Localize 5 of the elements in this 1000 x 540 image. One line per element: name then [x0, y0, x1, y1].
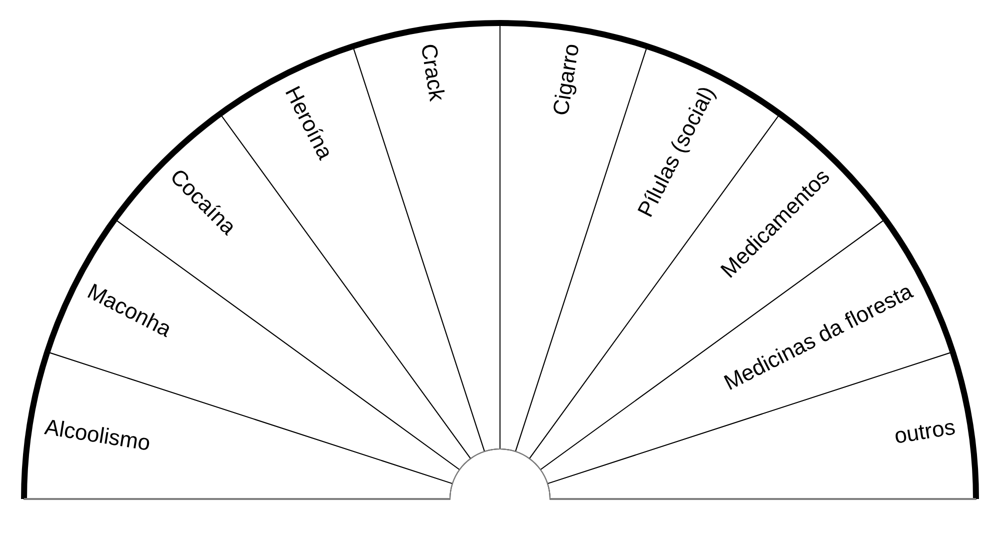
sector-label: Crack: [416, 42, 449, 102]
sector-label: Cigarro: [548, 42, 584, 117]
sector-label: Alcoolismo: [42, 415, 152, 456]
sector-label: outros: [893, 415, 958, 448]
fan-sector: [24, 351, 453, 499]
